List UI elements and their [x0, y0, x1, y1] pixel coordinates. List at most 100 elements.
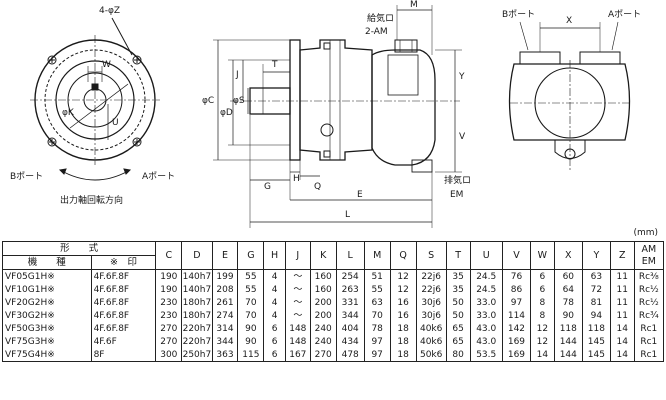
col-header: J: [284, 241, 311, 270]
drawing-svg: [30, 5, 632, 228]
value-cell: 11: [609, 269, 635, 283]
value-cell: 230: [155, 309, 183, 322]
value-cell: 53.5: [469, 348, 503, 362]
value-cell: 6: [530, 269, 555, 283]
value-cell: 118: [553, 322, 583, 335]
right-b-port-label: Bポート: [502, 10, 536, 20]
value-cell: 24.5: [469, 283, 503, 296]
value-cell: 6: [530, 283, 555, 296]
value-cell: 434: [335, 335, 365, 348]
value-cell: 90: [237, 335, 265, 348]
value-cell: 344: [335, 309, 365, 322]
value-cell: 14: [609, 335, 635, 348]
model-cell: VF05G1H※: [2, 269, 92, 283]
value-cell: 250h7: [181, 348, 213, 362]
mark-cell: 4F.6F.8F: [90, 283, 157, 296]
c-label: φC: [202, 96, 215, 106]
value-cell: 65: [445, 322, 471, 335]
value-cell: 144: [553, 335, 583, 348]
right-end-view: [508, 21, 632, 170]
value-cell: 363: [211, 348, 239, 362]
value-cell: 140h7: [181, 283, 213, 296]
mark-cell: 4F.6F.8F: [90, 269, 157, 283]
col-header: S: [415, 241, 447, 270]
col-header: K: [309, 241, 337, 270]
value-cell: 190: [155, 283, 183, 296]
am-cell: Rc1: [633, 335, 665, 348]
mark-cell: 4F.6F.8F: [90, 309, 157, 322]
am-bottom: EM: [641, 255, 656, 267]
am-cell: Rc½: [633, 296, 665, 309]
value-cell: 64: [553, 283, 583, 296]
value-cell: 270: [155, 335, 183, 348]
value-cell: 40k6: [415, 322, 447, 335]
col-header-am: AM EM: [633, 241, 665, 270]
value-cell: 270: [309, 348, 337, 362]
value-cell: 180h7: [181, 296, 213, 309]
model-cell: VF75G3H※: [2, 335, 92, 348]
value-cell: 240: [309, 322, 337, 335]
am-cell: Rc½: [633, 283, 665, 296]
value-cell: 404: [335, 322, 365, 335]
value-cell: 344: [211, 335, 239, 348]
model-cell: VF75G4H※: [2, 348, 92, 362]
value-cell: 200: [309, 309, 337, 322]
value-cell: 230: [155, 296, 183, 309]
col-header: Z: [609, 241, 635, 270]
value-cell: 261: [211, 296, 239, 309]
value-cell: 220h7: [181, 322, 213, 335]
value-cell: 18: [389, 322, 417, 335]
value-cell: 14: [609, 322, 635, 335]
value-cell: 145: [581, 335, 611, 348]
col-header: U: [469, 241, 503, 270]
d-label: φD: [220, 108, 233, 118]
l-label: L: [345, 210, 351, 220]
value-cell: 35: [445, 269, 471, 283]
value-cell: 63: [581, 269, 611, 283]
b-port-label: Bポート: [10, 172, 44, 182]
value-cell: 200: [309, 296, 337, 309]
mark-cell: 8F: [90, 348, 157, 362]
value-cell: 160: [309, 283, 337, 296]
value-cell: 220h7: [181, 335, 213, 348]
value-cell: 118: [581, 322, 611, 335]
value-cell: 11: [609, 283, 635, 296]
value-cell: 90: [553, 309, 583, 322]
value-cell: 142: [501, 322, 532, 335]
col-header: D: [181, 241, 213, 270]
hole-label: 4-φZ: [99, 6, 121, 16]
value-cell: 65: [445, 335, 471, 348]
exhaust-size-label: EM: [450, 190, 464, 200]
rotation-caption: 出力軸回転方向: [60, 196, 124, 206]
value-cell: 22j6: [415, 283, 447, 296]
header-type: 形 式: [1, 241, 157, 256]
value-cell: 55: [363, 283, 391, 296]
center-side-view: [213, 5, 462, 228]
model-cell: VF50G3H※: [2, 322, 92, 335]
am-cell: Rc⅜: [633, 269, 665, 283]
value-cell: 4: [263, 309, 286, 322]
technical-drawing: 4-φZ W U φK Bポート Aポート 出力軸回転方向 M 給気ロ 2-AM…: [10, 0, 658, 238]
value-cell: 12: [530, 322, 555, 335]
right-a-port-label: Aポート: [608, 10, 642, 20]
value-cell: 14: [609, 348, 635, 362]
value-cell: 148: [284, 335, 311, 348]
value-cell: 114: [501, 309, 532, 322]
value-cell: 18: [389, 348, 417, 362]
value-cell: 72: [581, 283, 611, 296]
w-label: W: [102, 60, 111, 70]
value-cell: 81: [581, 296, 611, 309]
col-header: E: [211, 241, 239, 270]
dimension-table: 形 式 C D E G H J K L M Q S T U V W X Y Z …: [1, 241, 665, 362]
value-cell: 8: [530, 296, 555, 309]
value-cell: 〜: [284, 309, 311, 322]
value-cell: 12: [389, 283, 417, 296]
model-cell: VF10G1H※: [2, 283, 92, 296]
left-flange-view: [30, 17, 160, 181]
